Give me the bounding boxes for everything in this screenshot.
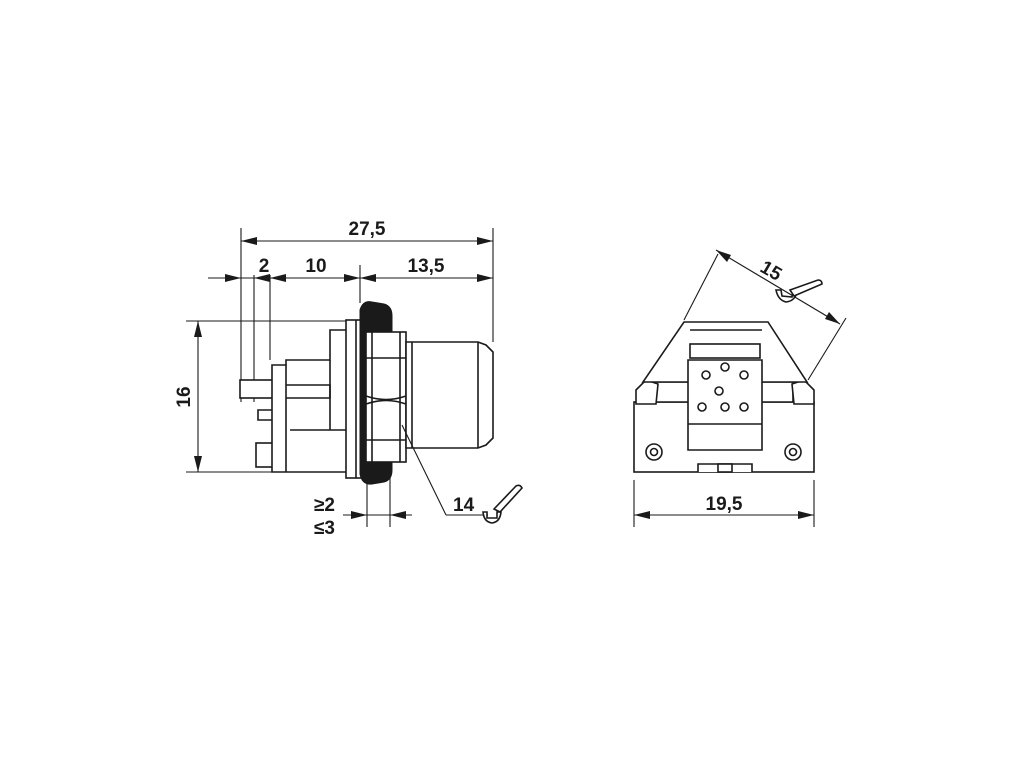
- dim-body-length: 10: [305, 256, 326, 277]
- dim-wrench-side: 14: [453, 495, 475, 516]
- side-dimensions: [194, 237, 493, 519]
- dim-overall-length: 27,5: [349, 219, 386, 240]
- front-dimensions: [633, 249, 847, 527]
- dim-panel-max: ≤3: [314, 518, 335, 539]
- side-view: [186, 228, 494, 527]
- front-view: [633, 321, 815, 473]
- dim-pin-offset: 2: [259, 256, 270, 277]
- dim-height: 16: [174, 386, 195, 407]
- dim-front-length: 13,5: [408, 256, 445, 277]
- dim-width-front: 19,5: [706, 494, 743, 515]
- dim-panel-min: ≥2: [314, 495, 335, 516]
- wrench-icon: [775, 279, 823, 303]
- wrench-icon: [482, 484, 523, 524]
- dim-wrench-front: 15: [756, 257, 785, 286]
